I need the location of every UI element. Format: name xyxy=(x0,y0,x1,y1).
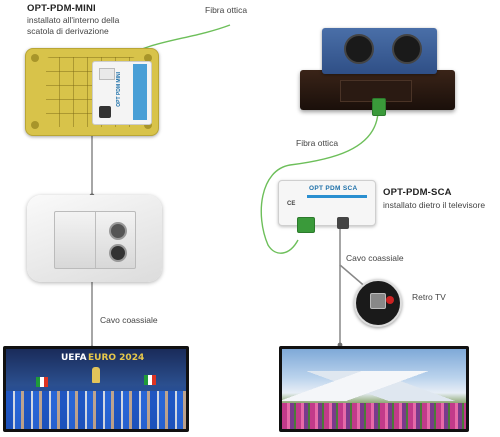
right-tv xyxy=(279,346,469,432)
back-box xyxy=(322,28,437,74)
mini-device-brand: OPT PDM MINI xyxy=(116,72,122,107)
sca-device-coax-port xyxy=(337,217,349,229)
mini-device-fiber-port xyxy=(99,68,115,80)
wall-plate-module xyxy=(54,211,136,269)
sca-device-stripe xyxy=(307,195,367,198)
left-fiber-label: Fibra ottica xyxy=(205,5,248,15)
junction-box: OPT PDM MINI xyxy=(25,48,159,136)
right-tv-flower-field xyxy=(282,403,466,429)
mini-device-coax-port xyxy=(99,106,111,118)
right-description: installato dietro il televisore xyxy=(383,200,486,210)
coax-socket-bottom xyxy=(109,244,127,262)
right-screw-top xyxy=(144,54,152,62)
sca-device-ce-mark: CE xyxy=(287,201,296,207)
right-tv-screen xyxy=(282,349,466,429)
left-description-line2: scatola di derivazione xyxy=(27,26,109,36)
left-tv-banner-2: EURO 2024 xyxy=(88,353,145,363)
left-tv-flag-right xyxy=(144,375,156,385)
right-fiber-label: Fibra ottica xyxy=(296,138,339,148)
left-tv-trophy xyxy=(92,367,100,383)
retro-tv-label: Retro TV xyxy=(412,292,446,302)
retro-tv-callout xyxy=(354,279,402,327)
left-description-line1: installato all'interno della xyxy=(27,15,120,25)
wall-plate-divider xyxy=(95,212,96,268)
back-box-fan-left xyxy=(344,34,374,64)
right-product-title: OPT-PDM-SCA xyxy=(383,187,452,198)
left-tv-banner-1: UEFA xyxy=(61,353,87,363)
left-product-title: OPT-PDM-MINI xyxy=(27,3,96,14)
left-screw-top xyxy=(31,54,39,62)
left-screw-bottom xyxy=(31,121,39,129)
left-tv-crowd xyxy=(6,391,186,429)
right-fiber-cable xyxy=(260,111,379,254)
left-tv-screen: UEFA EURO 2024 xyxy=(6,349,186,429)
sca-device-fiber-port xyxy=(297,217,315,233)
left-tv: UEFA EURO 2024 xyxy=(3,346,189,432)
right-tv-mountains xyxy=(282,371,466,401)
right-screw-bottom xyxy=(144,121,152,129)
retro-tv-port xyxy=(370,293,386,309)
mini-device-stripe xyxy=(133,64,147,120)
right-coax-label: Cavo coassiale xyxy=(346,253,404,263)
wall-plate xyxy=(27,195,162,282)
left-tv-flag-left xyxy=(36,377,48,387)
green-fiber-connector-top xyxy=(372,98,386,116)
back-box-fan-right xyxy=(392,34,422,64)
left-coax-label: Cavo coassiale xyxy=(100,315,158,325)
retro-tv-jack xyxy=(386,296,394,304)
coax-socket-top xyxy=(109,222,127,240)
opt-pdm-mini-device: OPT PDM MINI xyxy=(92,61,152,125)
sca-device-brand: OPT PDM SCA xyxy=(309,185,358,192)
opt-pdm-sca-device: OPT PDM SCA CE xyxy=(278,180,376,233)
